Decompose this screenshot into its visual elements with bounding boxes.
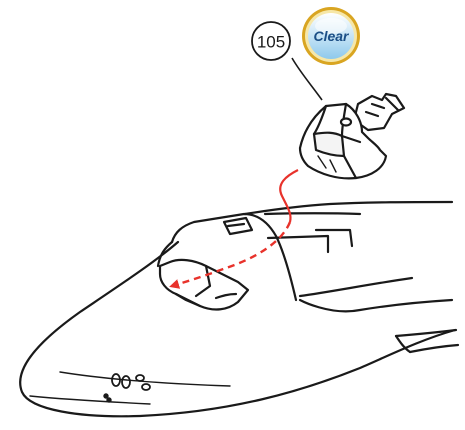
fuselage-nose-icon — [20, 202, 458, 416]
install-arrow-icon — [172, 170, 298, 286]
callout-leader — [292, 58, 322, 100]
canopy-insert-icon — [300, 94, 404, 178]
clear-badge: Clear — [302, 7, 360, 65]
badge-label: Clear — [313, 28, 350, 44]
callout-number: 105 — [257, 33, 285, 52]
